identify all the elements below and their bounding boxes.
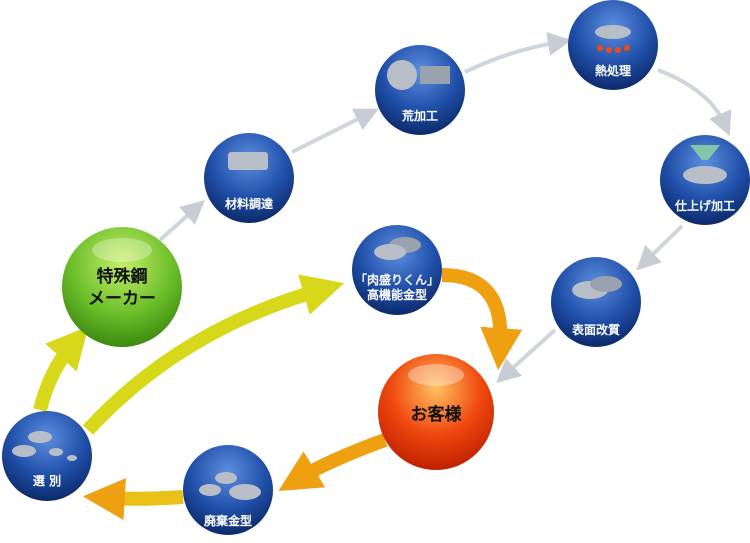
nikumori-label-1: 「肉盛りくん」 [355, 272, 439, 287]
node-customer: お客様 [378, 354, 494, 470]
node-material: 材料調達 [204, 133, 294, 223]
arrow-maker-to-material [158, 200, 205, 242]
node-finish: 仕上げ加工 [660, 135, 750, 225]
nikumori-label-2: 高機能金型 [367, 287, 427, 302]
maker-label-1: 特殊鋼 [97, 266, 148, 287]
disc-icon [12, 445, 36, 457]
arrow-sorting-to-maker [33, 326, 89, 412]
grinder-icon [690, 145, 720, 160]
finish-label: 仕上げ加工 [674, 198, 735, 213]
customer-label: お客様 [411, 404, 463, 425]
arrow-finish-to-surface [636, 224, 684, 271]
arrow-material-to-rough [291, 108, 379, 154]
steel-bar-icon [228, 152, 268, 170]
process-arrows [158, 32, 732, 384]
surface-label: 表面改質 [571, 322, 620, 337]
arrow-heat-to-finish [657, 68, 732, 137]
arrow-nikumori-to-customer [441, 268, 523, 371]
node-disposal: 廃棄金型 [183, 445, 273, 535]
arrow-rough-to-heat [464, 32, 572, 74]
node-sorting: 選 別 [2, 411, 92, 501]
disposal-label: 廃棄金型 [204, 513, 252, 528]
node-surface: 表面改質 [551, 257, 641, 347]
node-maker: 特殊鋼 メーカー [62, 227, 182, 347]
node-rough: 荒加工 [375, 45, 465, 135]
material-label: 材料調達 [224, 196, 273, 211]
heat-icon [595, 25, 631, 39]
rough-label: 荒加工 [401, 108, 438, 123]
maker-label-2: メーカー [88, 289, 156, 309]
arrow-customer-to-disposal [278, 433, 388, 491]
disc-icon [199, 484, 221, 496]
arrow-disposal-to-sorting [82, 478, 184, 521]
sorting-label: 選 別 [33, 474, 61, 488]
heat-label: 熱処理 [595, 63, 631, 78]
arrow-surface-to-customer [496, 328, 557, 384]
arrow-sorting-to-nikumori [82, 274, 345, 435]
machining-icon [387, 60, 417, 90]
node-heat: 熱処理 [568, 0, 658, 90]
node-nikumori: 「肉盛りくん」 高機能金型 [352, 225, 442, 315]
